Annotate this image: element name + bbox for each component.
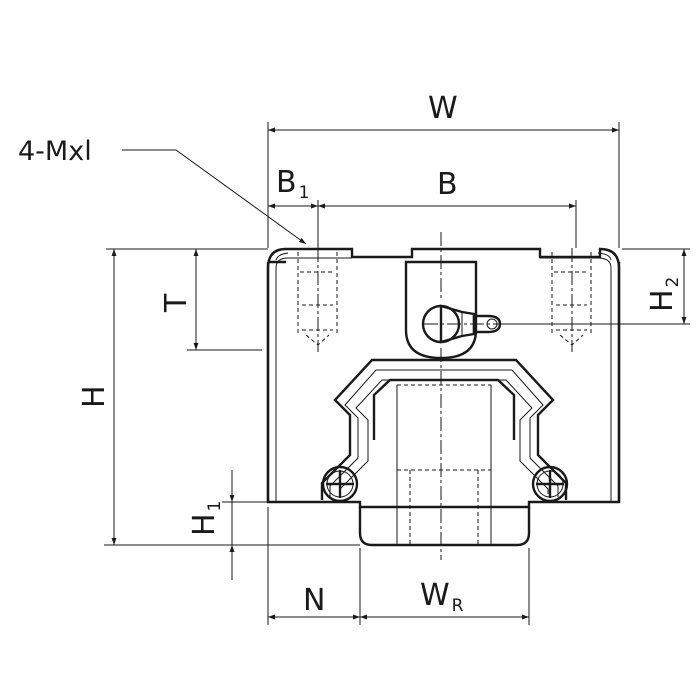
label-H: H [77,385,112,408]
channel-outer [320,358,568,500]
thread-leader [122,149,307,245]
label-B1-main: B [276,165,297,200]
label-W: W [428,91,458,126]
right-side-screw [531,465,569,503]
mounting-holes [297,252,592,346]
label-B: B [437,167,458,202]
left-side-screw [321,465,359,503]
rail-outline [358,378,531,547]
grease-nipple [404,260,502,360]
carriage-block [266,247,621,509]
label-WR-sub: R [452,596,464,616]
rail-hidden-lines [397,384,491,546]
center-lines [317,232,573,560]
label-H2: H2 [645,277,683,312]
label-H1: H1 [187,501,225,536]
guide-rail [358,378,531,547]
label-H1-sub: 1 [205,501,225,512]
label-B1-sub: 1 [299,183,310,203]
cover-plate-line [275,257,612,502]
rail-bolt-hole [396,385,492,545]
block-top-edge [266,262,621,502]
label-H1-main: H [187,513,222,536]
block-outline [266,247,621,509]
extension-lines [104,122,690,625]
thread-label: 4-Mxl [18,136,92,167]
label-WR-main: W [420,578,450,613]
seal-line [275,252,612,261]
channel-inner-1 [329,369,559,497]
label-N: N [303,583,325,618]
channel-inner-2 [339,379,549,494]
label-H2-main: H [645,289,680,312]
label-H2-sub: 2 [663,277,683,288]
label-T: T [159,293,194,313]
